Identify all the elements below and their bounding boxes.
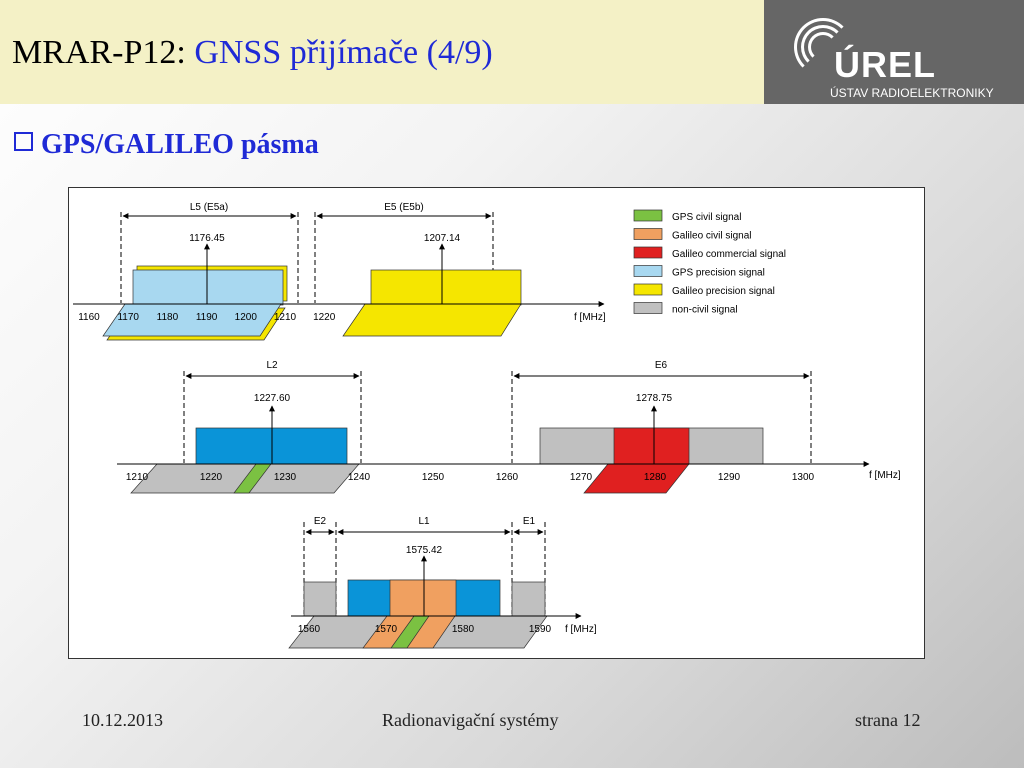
- carrier-frequency-label: 1207.14: [424, 233, 461, 244]
- legend-label: GPS civil signal: [672, 212, 741, 223]
- section-heading: GPS/GALILEO pásma: [14, 129, 319, 161]
- legend-swatch: [633, 246, 663, 259]
- galileo-commercial-plane: [583, 463, 690, 494]
- slide-title: MRAR-P12: GNSS přijímače (4/9): [12, 34, 493, 72]
- tick-label: 1290: [718, 472, 741, 483]
- row1-tick-labels: 1160 1170 1180 1190 1200 1210 1220: [78, 312, 336, 323]
- legend-label: Galileo civil signal: [672, 231, 751, 242]
- tick-label: 1260: [496, 472, 519, 483]
- title-bar: MRAR-P12: GNSS přijímače (4/9): [0, 0, 764, 104]
- axis-unit-label: f [MHz]: [869, 470, 901, 481]
- legend-swatch: [633, 209, 663, 222]
- non-civil-block: [303, 581, 337, 617]
- gps-precision-block: [132, 269, 284, 306]
- tick-label: 1220: [313, 312, 336, 323]
- logo-subtitle: ÚSTAV RADIOELEKTRONIKY: [830, 86, 994, 100]
- tick-label: 1250: [422, 472, 445, 483]
- legend-label: non-civil signal: [672, 305, 738, 316]
- galileo-civil-block: [389, 579, 457, 617]
- band-label-l5: L5 (E5a): [190, 202, 228, 213]
- footer-course: Radionavigační systémy: [382, 710, 559, 730]
- non-civil-block: [511, 581, 546, 617]
- tick-label: 1300: [792, 472, 815, 483]
- tick-label: 1160: [78, 312, 100, 323]
- logo-arc: [801, 25, 845, 69]
- legend-swatch: [633, 302, 663, 314]
- tick-label: 1570: [375, 624, 398, 635]
- carrier-frequency-label: 1575.42: [406, 545, 443, 556]
- title-prefix: MRAR-P12:: [12, 34, 186, 71]
- tick-label: 1220: [200, 472, 223, 483]
- urel-logo: [764, 0, 1024, 104]
- tick-label: 1170: [117, 312, 139, 323]
- tick-label: 1230: [274, 472, 297, 483]
- tick-label: 1200: [235, 312, 258, 323]
- band-label-e5: E5 (E5b): [384, 202, 423, 213]
- axis-unit-label: f [MHz]: [574, 312, 606, 323]
- tick-label: 1560: [298, 624, 321, 635]
- tick-label: 1190: [196, 312, 218, 323]
- logo-arc: [794, 18, 852, 76]
- galileo-precision-block: [370, 269, 522, 306]
- tick-label: 1580: [452, 624, 475, 635]
- legend-label: GPS precision signal: [672, 268, 765, 279]
- band-label-e2: E2: [314, 516, 327, 527]
- tick-label: 1180: [157, 312, 179, 323]
- tick-label: 1280: [644, 472, 667, 483]
- galileo-precision-plane: [342, 303, 522, 337]
- galileo-commercial-block: [613, 427, 690, 465]
- row2-tick-labels: 1210 1220 1230 1240 1250 1260 1270 1280 1290 1300: [126, 472, 815, 483]
- logo-name: ÚREL: [834, 44, 936, 85]
- legend-swatch: [633, 228, 663, 240]
- carrier-frequency-label: 1227.60: [254, 393, 291, 404]
- legend-swatch: [633, 265, 663, 277]
- row-e2-l1-e1: E2 L1 E1 1575.42 1560 1570 1580 1590 f [MHz…: [288, 516, 597, 649]
- carrier-frequency-label: 1278.75: [636, 393, 673, 404]
- legend-label: Galileo precision signal: [672, 286, 775, 297]
- section-heading-text: GPS/GALILEO pásma: [41, 129, 319, 160]
- tick-label: 1270: [570, 472, 593, 483]
- footer-page-number: strana 12: [855, 710, 921, 730]
- band-label-e6: E6: [655, 360, 668, 371]
- logo-arc: [808, 32, 838, 62]
- legend-label: Galileo commercial signal: [672, 249, 786, 260]
- band-label-e1: E1: [523, 516, 536, 527]
- tick-label: 1240: [348, 472, 371, 483]
- title-main: GNSS přijímače (4/9): [194, 34, 493, 71]
- footer-date: 10.12.2013: [82, 710, 163, 730]
- tick-label: 1210: [126, 472, 149, 483]
- axis-unit-label: f [MHz]: [565, 624, 597, 635]
- row3-tick-labels: 1560 1570 1580 1590: [298, 624, 552, 635]
- legend-swatch: [633, 283, 663, 296]
- carrier-frequency-label: 1176.45: [189, 233, 225, 244]
- checkbox-bullet-icon: [14, 132, 33, 151]
- tick-label: 1590: [529, 624, 552, 635]
- band-label-l2: L2: [266, 360, 278, 371]
- tick-label: 1210: [274, 312, 297, 323]
- band-label-l1: L1: [418, 516, 430, 527]
